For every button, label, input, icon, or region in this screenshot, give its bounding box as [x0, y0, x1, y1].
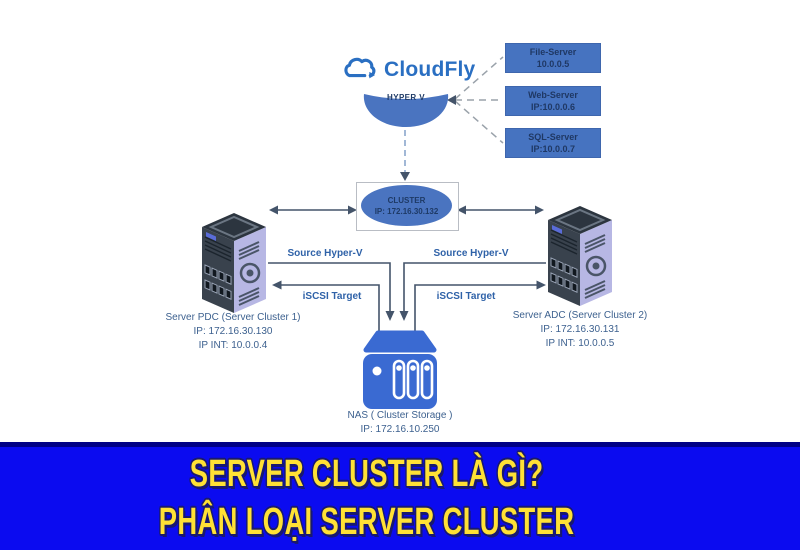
server-adc-ip: IP: 172.16.30.131 [540, 324, 620, 335]
hyperv-node: HYPER V [361, 86, 451, 128]
file-server-name: File-Server [529, 47, 577, 57]
arrowhead-cluster-top [400, 172, 410, 181]
hyperv-shape [363, 94, 449, 127]
label-iscsi-left: iSCSI Target [302, 291, 362, 302]
server-tower-adc-icon [548, 206, 612, 306]
double-arrow-right [457, 205, 544, 215]
web-server-ip: IP:10.0.0.6 [530, 102, 576, 112]
server-pdc-name: Server PDC (Server Cluster 1) [165, 312, 301, 323]
server-adc-name: Server ADC (Server Cluster 2) [512, 310, 648, 321]
sql-server-name: SQL-Server [528, 132, 578, 142]
server-adc-ip-int: IP INT: 10.0.0.5 [545, 338, 615, 349]
node-web-server: Web-Server IP:10.0.0.6 [505, 86, 601, 116]
cloudfly-logo-text: CloudFly [384, 58, 476, 81]
nas-caption: NAS ( Cluster Storage ) IP: 172.16.10.25… [315, 409, 485, 437]
cloud-icon [344, 57, 376, 79]
cloudfly-logo: CloudFly [344, 57, 475, 83]
server-pdc-ip-int: IP INT: 10.0.0.4 [198, 340, 268, 351]
node-file-server: File-Server 10.0.0.5 [505, 43, 601, 73]
server-pdc-ip: IP: 172.16.30.130 [193, 326, 273, 337]
label-source-hyperv-right: Source Hyper-V [433, 248, 509, 259]
banner-title-line1: SERVER CLUSTER LÀ GÌ? [190, 453, 544, 495]
node-sql-server: SQL-Server IP:10.0.0.7 [505, 128, 601, 158]
link-sql-server [454, 100, 504, 144]
server-adc-caption: Server ADC (Server Cluster 2) IP: 172.16… [495, 309, 665, 351]
server-tower-pdc-icon [202, 213, 266, 313]
server-pdc-caption: Server PDC (Server Cluster 1) IP: 172.16… [148, 311, 318, 353]
web-server-name: Web-Server [528, 90, 578, 100]
title-banner: SERVER CLUSTER LÀ GÌ? PHÂN LOẠI SERVER C… [0, 442, 800, 550]
sql-server-ip: IP:10.0.0.7 [530, 144, 576, 154]
nas-icon [363, 330, 437, 409]
cluster-ellipse: CLUSTER IP: 172.16.30.132 [361, 185, 452, 226]
label-iscsi-right: iSCSI Target [436, 291, 496, 302]
cluster-node: CLUSTER IP: 172.16.30.132 [356, 182, 459, 231]
cluster-ip: IP: 172.16.30.132 [374, 206, 439, 216]
nas-name: NAS ( Cluster Storage ) [347, 410, 453, 421]
file-server-ip: 10.0.0.5 [536, 59, 570, 69]
hyperv-label: HYPER V [387, 93, 425, 102]
banner-title-line2: PHÂN LOẠI SERVER CLUSTER [159, 501, 575, 543]
double-arrow-left [269, 205, 357, 215]
cluster-label: CLUSTER [387, 195, 426, 205]
label-source-hyperv-left: Source Hyper-V [287, 248, 363, 259]
nas-ip: IP: 172.16.10.250 [360, 424, 440, 435]
